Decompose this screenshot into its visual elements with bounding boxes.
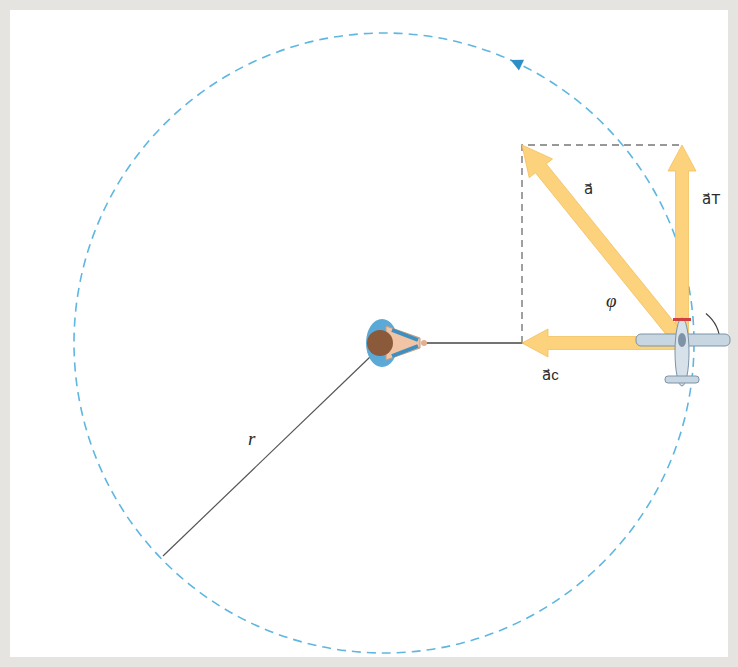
person-figure <box>366 319 427 367</box>
tangential-acceleration-arrow <box>668 145 696 343</box>
direction-arrowhead <box>511 60 524 71</box>
vector-label: a⃗c <box>540 366 561 383</box>
radius-label: r <box>246 428 257 449</box>
angle-label: φ <box>604 290 619 311</box>
total-acceleration-arrow <box>522 145 687 347</box>
radius-line <box>163 357 370 556</box>
model-airplane <box>636 318 730 386</box>
vector-label: a⃗T <box>700 190 722 207</box>
vector-label: a⃗ <box>582 180 595 197</box>
control-line <box>425 342 530 343</box>
circular-path <box>74 33 694 653</box>
